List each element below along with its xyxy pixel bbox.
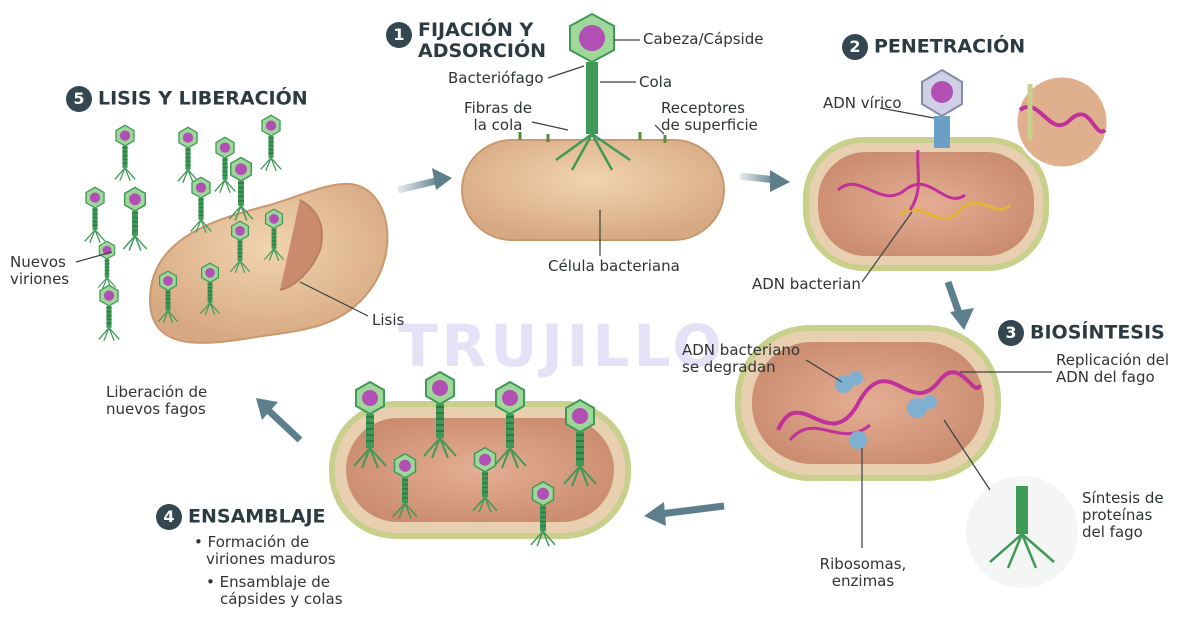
label-sintesis-line2: proteínas — [1082, 506, 1152, 524]
step-4-bullet-2-line2: cápsides y colas — [206, 590, 343, 608]
label-replicacion-line1: Replicación del — [1056, 351, 1169, 369]
step-4-title-text: ENSAMBLAJE — [188, 506, 326, 528]
label-fibras-cola: Fibras de la cola — [456, 100, 540, 134]
step-3-title-text: BIOSÍNTESIS — [1030, 322, 1165, 344]
label-sintesis-line1: Síntesis de — [1082, 489, 1164, 507]
label-adn-bacterian: ADN bacterian — [752, 276, 861, 293]
step-1-title-line1: FIJACIÓN Y — [418, 19, 533, 41]
step-1-badge: 1 — [386, 22, 412, 48]
step-4-bullet-1: Formación de viriones maduros — [194, 534, 336, 568]
bacterium-step1 — [462, 132, 724, 240]
label-adn-degradan-line2: se degradan — [682, 358, 776, 376]
label-ribosomas-line2: enzimas — [832, 572, 894, 590]
label-fibras-line2: la cola — [474, 116, 523, 134]
label-nuevos-viriones: Nuevos viriones — [10, 254, 69, 288]
label-ribosomas: Ribosomas, enzimas — [808, 556, 918, 590]
label-cola: Cola — [639, 74, 672, 91]
bacteriophage-step2 — [922, 70, 962, 148]
step-2-title: 2 PENETRACIÓN — [842, 34, 1025, 60]
step-4-bullet-1-line1: Formación de — [194, 533, 309, 551]
step-1-title: 1 FIJACIÓN Y ADSORCIÓN — [386, 20, 546, 62]
arrowhead-1-to-2 — [770, 170, 790, 192]
step-5-title-text: LISIS Y LIBERACIÓN — [98, 88, 308, 110]
arrow-5-to-1 — [398, 180, 440, 190]
bacterium-step2 — [806, 140, 1046, 268]
label-replicacion: Replicación del ADN del fago — [1056, 352, 1169, 386]
step-2-title-text: PENETRACIÓN — [874, 36, 1025, 58]
step-4-bullet-1-line2: viriones maduros — [194, 550, 336, 568]
step-4-bullet-2-line1: Ensamblaje de — [206, 573, 330, 591]
step-3-badge: 3 — [998, 320, 1024, 346]
label-sintesis-line3: del fago — [1082, 523, 1143, 541]
arrow-4-to-5 — [268, 410, 300, 440]
label-receptores-line2: de superficie — [661, 116, 758, 134]
bacterium-step5 — [150, 184, 387, 343]
step-4-badge: 4 — [156, 504, 182, 530]
label-ribosomas-line1: Ribosomas, — [820, 555, 907, 573]
label-adn-degradan-line1: ADN bacteriano — [682, 341, 800, 359]
label-adn-virico: ADN vírico — [823, 95, 902, 112]
label-liberacion: Liberación de nuevos fagos — [106, 384, 207, 418]
label-sintesis-proteinas: Síntesis de proteínas del fago — [1082, 490, 1164, 541]
step-5-title: 5 LISIS Y LIBERACIÓN — [66, 86, 308, 112]
label-cabeza-capside: Cabeza/Cápside — [643, 31, 763, 48]
watermark: TRUJILLO — [398, 312, 726, 380]
label-nuevos-line2: viriones — [10, 270, 69, 288]
phage-protein-inset — [966, 476, 1078, 588]
label-receptores: Receptores de superficie — [661, 100, 758, 134]
label-replicacion-line2: ADN del fago — [1056, 368, 1155, 386]
label-lisis: Lisis — [372, 312, 404, 329]
label-bacteriofago: Bacteriófago — [448, 70, 544, 87]
label-fibras-line1: Fibras de — [464, 99, 532, 117]
zoom-inset — [1016, 76, 1108, 168]
arrow-3-to-4 — [660, 506, 724, 514]
label-liberacion-line1: Liberación de — [106, 383, 207, 401]
step-5-badge: 5 — [66, 86, 92, 112]
label-adn-degradan: ADN bacteriano se degradan — [682, 342, 800, 376]
step-4-bullet-2: Ensamblaje de cápsides y colas — [206, 574, 343, 608]
step-2-badge: 2 — [842, 34, 868, 60]
step-1-title-line2: ADSORCIÓN — [418, 40, 546, 62]
label-celula-bacteriana: Célula bacteriana — [548, 258, 680, 275]
label-nuevos-line1: Nuevos — [10, 253, 66, 271]
arrowhead-3-to-4 — [644, 502, 666, 526]
arrowhead-5-to-1 — [432, 168, 452, 190]
label-liberacion-line2: nuevos fagos — [106, 400, 206, 418]
step-3-title: 3 BIOSÍNTESIS — [998, 320, 1165, 346]
label-receptores-line1: Receptores — [661, 99, 745, 117]
arrowhead-2-to-3 — [950, 308, 974, 330]
step-4-title: 4 ENSAMBLAJE — [156, 504, 326, 530]
